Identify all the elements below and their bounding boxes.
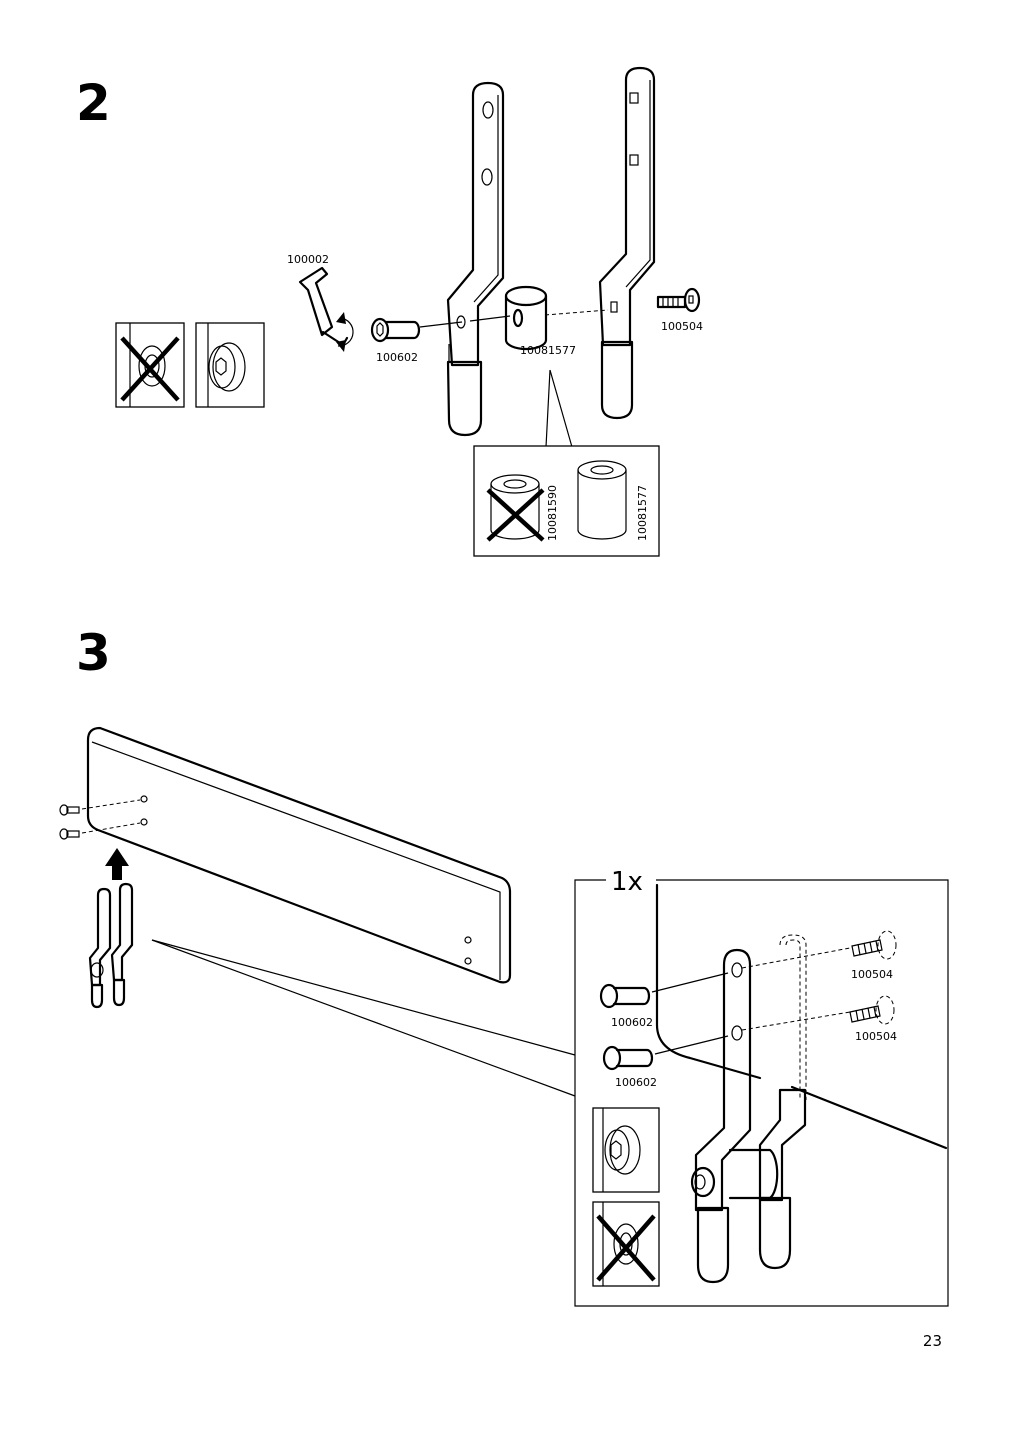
bracket-right [598,66,656,420]
detail-sleeve-bottom [602,1045,654,1071]
arrow-up-icon [105,848,129,880]
detail-screw-bottom [849,995,895,1025]
label-correct-spacer: 10081577 [636,485,649,541]
label-100002: 100002 [287,253,329,266]
screw-icon [656,287,701,313]
detail-frame [574,879,949,1307]
detail-bracket [690,948,807,1284]
bolt-sleeve-icon [370,317,421,343]
bracket-left [446,81,505,437]
label-detail-sleeve-bottom: 100602 [615,1076,657,1089]
detail-orientation-wrong [592,1201,660,1287]
detail-orientation-correct [592,1107,660,1193]
label-100602: 100602 [376,351,418,364]
label-spacer: 10081577 [520,344,576,357]
label-detail-screw-top: 100504 [851,968,893,981]
headboard-panel [86,726,512,984]
spacer-icon [504,285,548,351]
spacer-comparison-box [473,445,660,557]
label-wrong-spacer: 10081590 [546,485,559,541]
page-number: 23 [922,1332,942,1350]
label-detail-screw-bottom: 100504 [855,1030,897,1043]
panel-screws-icon [59,795,148,840]
detail-sleeve-top [599,983,651,1009]
quantity-label: 1x [611,867,643,897]
sleeve-orientation-correct [195,322,265,408]
small-bracket-assembly [88,882,134,1009]
label-100504: 100504 [661,320,703,333]
step-2-number: 2 [76,74,111,132]
sleeve-orientation-wrong [115,322,185,408]
label-detail-sleeve-top: 100602 [611,1016,653,1029]
assembly-line [419,321,463,328]
hex-key-icon [298,266,354,352]
step-3-number: 3 [76,624,111,682]
detail-screw-top [851,930,897,960]
